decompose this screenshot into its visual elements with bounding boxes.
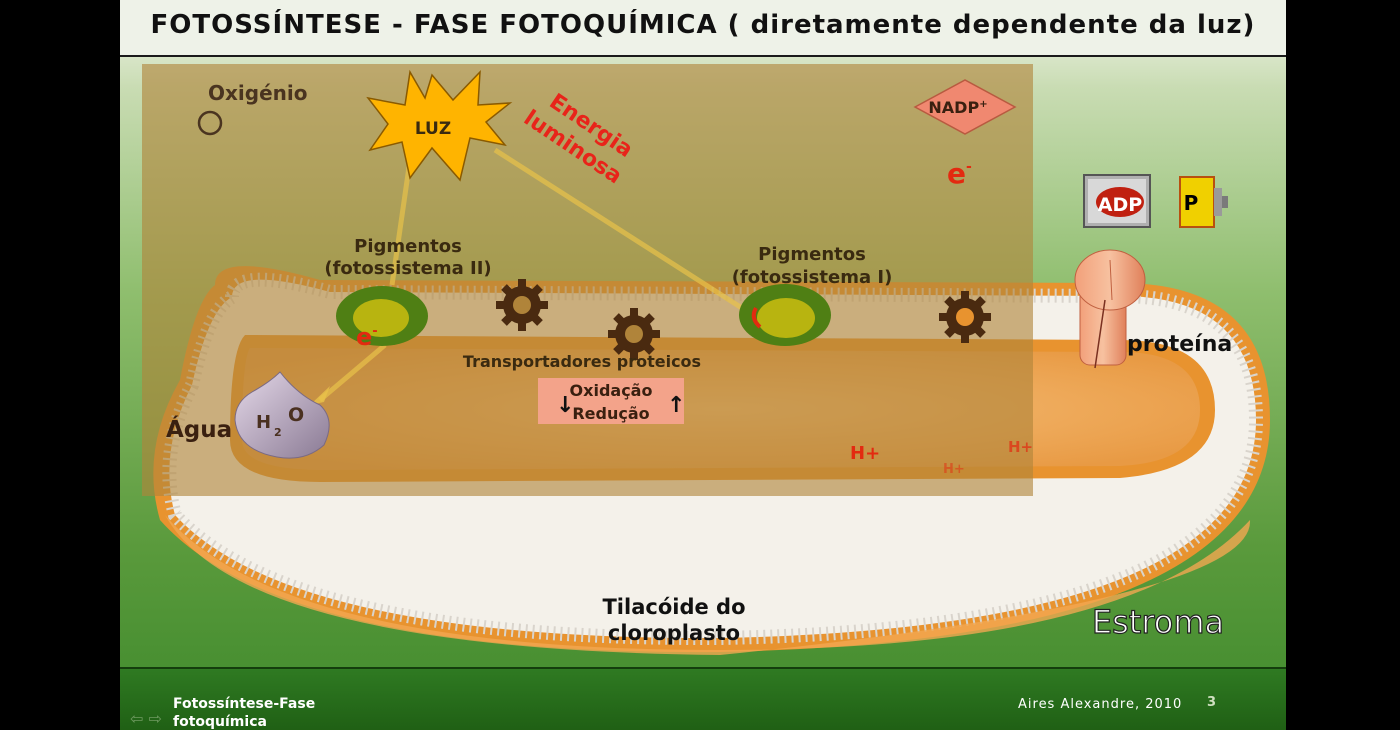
water-drop-icon — [234, 371, 330, 459]
transporter-gear-icon — [608, 308, 660, 360]
nav-arrows-icon[interactable]: ⇦ ⇨ — [130, 709, 162, 728]
photosystem-ii-core — [353, 299, 409, 337]
psi-label-line1: Pigmentos — [758, 244, 866, 265]
h2o-sub-label: 2 — [274, 426, 282, 439]
electron-label-top: e- — [947, 157, 972, 190]
psi-label-line2: (fotossistema I) — [732, 267, 893, 288]
nadp-label: NADP+ — [928, 98, 987, 117]
arrow-down-icon: ↓ — [556, 393, 574, 418]
protein-label: proteína — [1127, 332, 1232, 357]
psii-label-line1: Pigmentos — [354, 236, 462, 257]
adp-icon: ADP — [1083, 174, 1151, 228]
light-rays — [318, 147, 747, 402]
phosphate-icon: P — [1179, 176, 1228, 228]
sun-icon — [366, 69, 513, 182]
oxygen-label: Oxigénio — [208, 81, 307, 105]
transporter-gear-icon — [496, 279, 548, 331]
hplus-label-faint: H+ — [1008, 438, 1033, 456]
title-bar: FOTOSSÍNTESE - FASE FOTOQUÍMICA ( direta… — [120, 0, 1286, 57]
water-label: Água — [166, 415, 232, 443]
thylakoid-label-line1: Tilacóide do — [602, 595, 745, 619]
hplus-label: H+ — [850, 443, 880, 464]
protein-channel — [1074, 249, 1146, 369]
thylakoid-label-line2: cloroplasto — [608, 621, 740, 645]
thylakoid-diagram: Oxigénio LUZ Energia luminosa NADP+ e- A… — [142, 64, 1270, 655]
psii-label-line2: (fotossistema II) — [324, 258, 491, 279]
reduction-label: Redução — [572, 404, 649, 423]
hplus-label-faint-2: H+ — [943, 462, 965, 477]
slide: FOTOSSÍNTESE - FASE FOTOQUÍMICA ( direta… — [120, 0, 1286, 730]
svg-text:ADP: ADP — [1098, 194, 1142, 216]
light-label: LUZ — [415, 119, 451, 139]
electron-label-psii: e- — [356, 323, 378, 351]
oxygen-molecule-icon — [197, 110, 223, 136]
transporters-label: Transportadores proteicos — [463, 352, 701, 371]
svg-text:P: P — [1184, 191, 1199, 215]
h2o-o-label: O — [288, 404, 304, 426]
footer: ⇦ ⇨ Fotossíntese-Fase fotoquímica Aires … — [120, 667, 1286, 730]
h2o-h-label: H — [256, 412, 271, 433]
redox-box — [538, 378, 684, 424]
stroma-label: Estroma — [1092, 603, 1224, 641]
nadp-icon — [913, 79, 1017, 135]
transporter-gear-icon — [939, 291, 991, 343]
footer-author: Aires Alexandre, 2010 — [1018, 697, 1183, 712]
oxidation-label: Oxidação — [570, 381, 653, 400]
page-number: 3 — [1207, 695, 1217, 710]
footer-title: Fotossíntese-Fase fotoquímica — [173, 696, 316, 730]
arrow-up-icon: ↑ — [667, 393, 685, 418]
photosystem-i-core — [757, 298, 815, 338]
slide-title: FOTOSSÍNTESE - FASE FOTOQUÍMICA ( direta… — [150, 10, 1256, 40]
